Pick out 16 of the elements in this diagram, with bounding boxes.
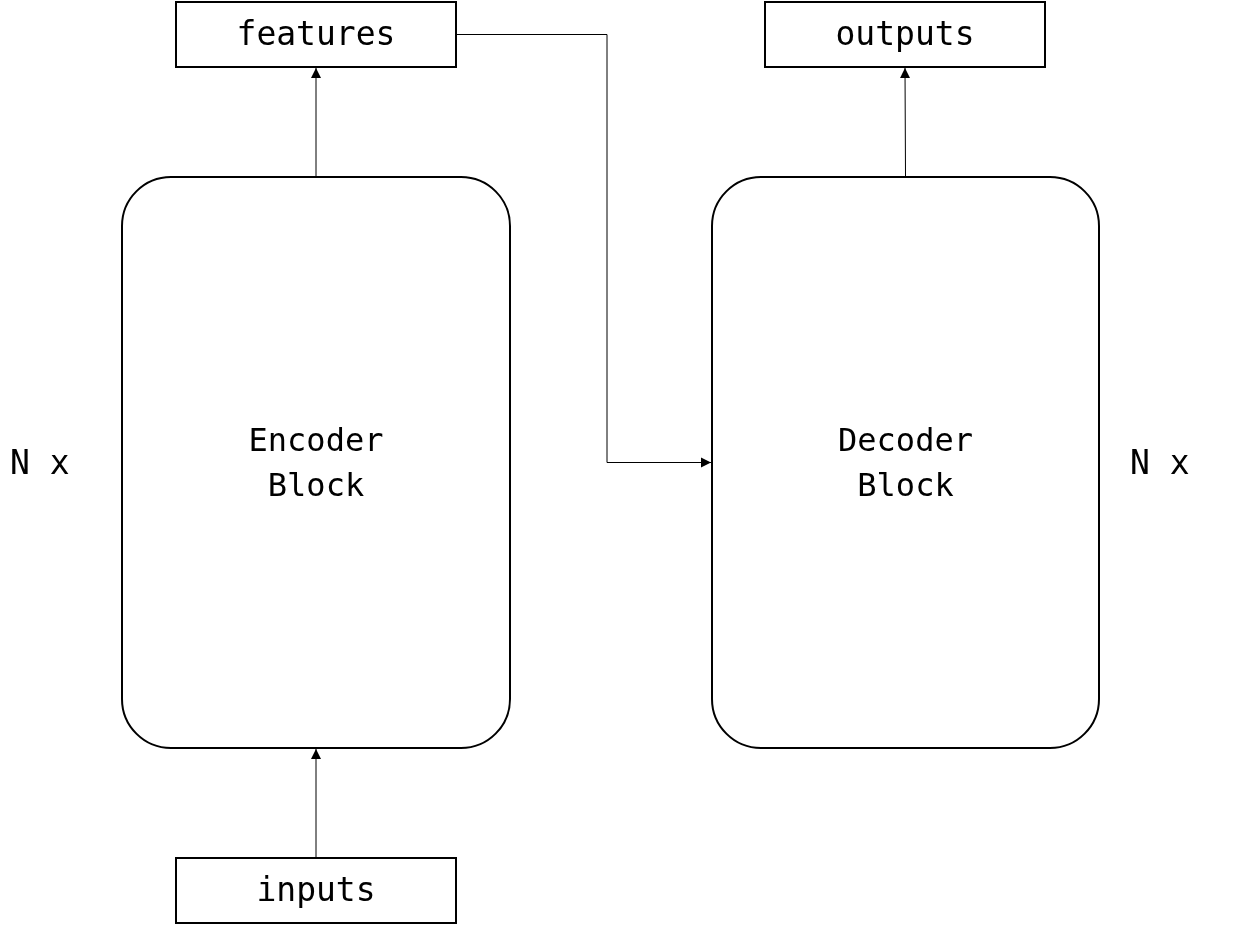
process-box — [175, 857, 457, 924]
block-box — [711, 176, 1100, 749]
block-box — [121, 176, 511, 749]
arrow — [311, 748, 321, 858]
node-label: Decoder Block — [837, 419, 974, 506]
arrow — [900, 67, 911, 177]
node-label: features — [236, 13, 396, 56]
node-label: inputs — [256, 869, 376, 912]
node-label: Encoder Block — [247, 419, 385, 506]
process-box — [175, 1, 457, 68]
arrow — [311, 67, 321, 177]
node-label: outputs — [835, 13, 975, 56]
arrow — [456, 34, 712, 468]
process-box — [764, 1, 1046, 68]
repeat-label: N x — [10, 443, 70, 482]
repeat-label: N x — [1130, 443, 1190, 482]
